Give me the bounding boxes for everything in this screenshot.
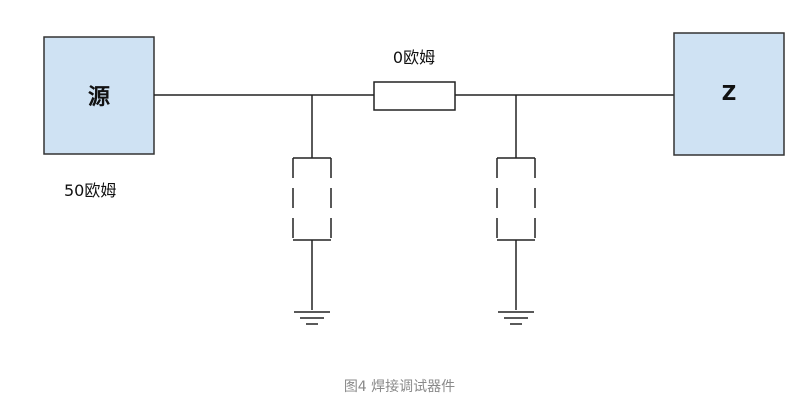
load-block-label: Z [722, 81, 737, 105]
shunt-branch-left [292, 95, 332, 310]
source-block [43, 36, 155, 155]
figure-caption: 图4 焊接调试器件 [343, 379, 456, 395]
ground-icon [294, 311, 330, 325]
source-block-label: 源 [88, 85, 110, 110]
shunt-branch-right [496, 95, 536, 310]
ground-icon [498, 311, 534, 325]
series-resistor [373, 81, 456, 111]
resistor-label: 0欧姆 [393, 48, 435, 67]
load-block [673, 32, 785, 156]
source-impedance-label: 50欧姆 [64, 181, 116, 200]
